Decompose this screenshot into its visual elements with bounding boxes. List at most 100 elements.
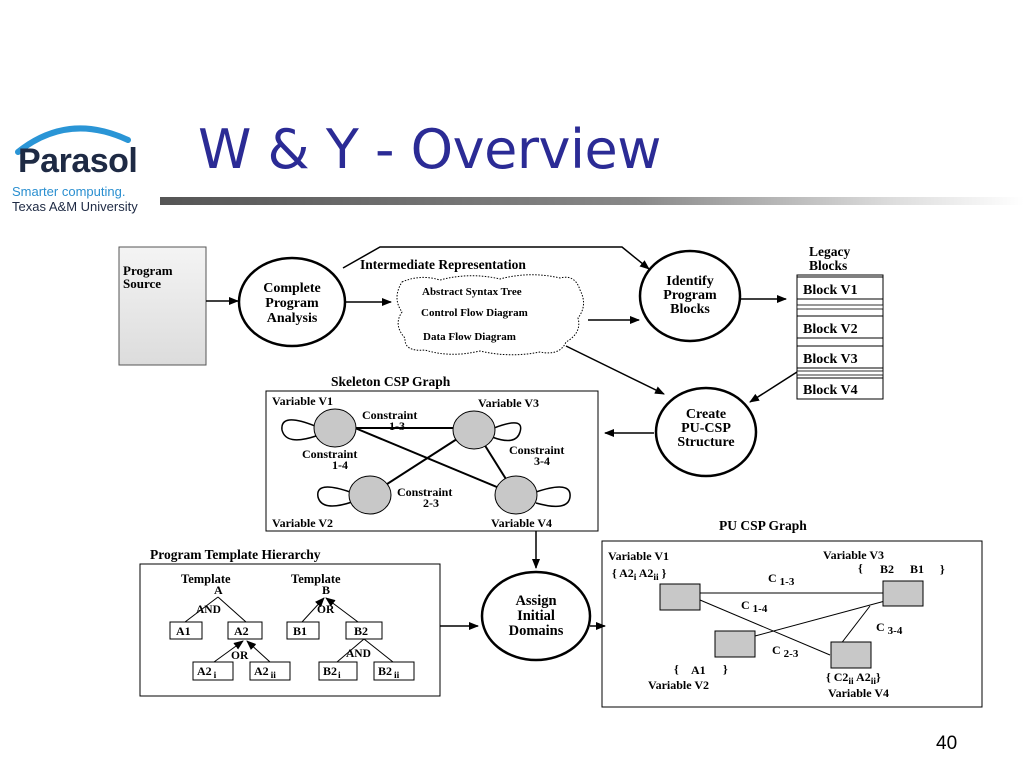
svg-text:A2i: A2i: [197, 664, 217, 681]
skeleton-node-v4: [494, 475, 538, 515]
identify-blocks-node: Identify Program Blocks: [638, 249, 742, 343]
pucsp-v4-label: Variable V4: [828, 686, 889, 700]
pucsp-c14: C: [741, 598, 750, 612]
legacy-blocks-stack: Block V1 Block V2 Block V3 Block V4: [796, 274, 884, 400]
svg-text:A2ii: A2ii: [254, 664, 276, 681]
pucsp-v4-domain: }: [876, 670, 881, 684]
ir-item-dfd: Data Flow Diagram: [423, 331, 516, 343]
complete-analysis-label: Program: [265, 296, 319, 311]
complete-analysis-label: Analysis: [267, 311, 318, 326]
program-source-label: Program: [123, 263, 173, 278]
pucsp-c13-sub: 1-3: [780, 576, 795, 588]
svg-text:{ A2i A2ii }: { A2i A2ii }: [612, 566, 667, 583]
block-v3-label: Block V3: [803, 352, 858, 367]
svg-text:B2i: B2i: [323, 664, 341, 681]
skeleton-v1-label: Variable V1: [272, 394, 333, 408]
parasol-logo: Parasol Smarter computing. Texas A&M Uni…: [8, 118, 158, 218]
skeleton-graph-panel: Variable V1 Variable V3 Variable V2 Vari…: [265, 390, 599, 532]
pucsp-node-v4: [830, 641, 872, 669]
program-source-label: Source: [123, 276, 161, 291]
ir-cloud: [396, 274, 584, 356]
legacy-title: Legacy: [809, 244, 850, 259]
block-v2: [796, 315, 884, 339]
skeleton-c34-label: Constraint: [509, 443, 564, 457]
pucsp-v1-domain: A2: [636, 566, 653, 580]
logo-arc-icon: [15, 125, 131, 155]
template-b2ii-sub: ii: [394, 671, 400, 681]
create-pucsp-label: PU-CSP: [681, 421, 731, 436]
template-b2: B2: [354, 624, 368, 638]
pucsp-v4-domain: { C2: [826, 670, 848, 684]
and-label-b2: AND: [346, 648, 371, 660]
assign-domains-label: Assign: [515, 593, 556, 609]
skeleton-c34-label: 3-4: [534, 454, 550, 468]
template-b-label: Template: [291, 572, 341, 586]
legacy-title: Blocks: [809, 258, 847, 273]
block-v4: [796, 377, 884, 400]
pucsp-v1-label: Variable V1: [608, 549, 669, 563]
pucsp-v2-domain: A1: [691, 663, 706, 677]
page-number: 40: [936, 733, 958, 754]
svg-text:C1-4: C1-4: [741, 598, 768, 615]
pucsp-c23: C: [772, 643, 781, 657]
skeleton-c13-label: 1-3: [389, 419, 405, 433]
template-a2: A2: [234, 624, 249, 638]
pucsp-v3-label: Variable V3: [823, 548, 884, 562]
block-v1: [796, 276, 884, 300]
template-b1: B1: [293, 624, 307, 638]
ir-item-cfd: Control Flow Diagram: [421, 307, 528, 319]
pucsp-title: PU CSP Graph: [719, 518, 807, 533]
pucsp-v4-domain: A2: [854, 670, 871, 684]
skeleton-v3-label: Variable V3: [478, 396, 539, 410]
pucsp-v4-domain-sub: ii: [848, 677, 854, 687]
template-hierarchy-title: Program Template Hierarchy: [150, 547, 321, 562]
block-v1-label: Block V1: [803, 283, 858, 298]
logo-tagline: Smarter computing.: [12, 184, 126, 199]
pucsp-c13: C: [768, 571, 777, 585]
pucsp-node-v3: [882, 580, 924, 607]
complete-analysis-label: Complete: [263, 281, 321, 296]
svg-text:{ C2ii A2ii}: { C2ii A2ii}: [826, 670, 881, 687]
slide-title: W & Y - Overview: [198, 118, 661, 181]
create-pucsp-label: Structure: [677, 435, 734, 450]
pucsp-c34: C: [876, 620, 885, 634]
pucsp-v3-domain: B2: [880, 562, 894, 576]
template-a-label: A: [214, 583, 223, 597]
skeleton-c14-label: 1-4: [332, 458, 348, 472]
complete-analysis-node: Complete Program Analysis: [237, 256, 347, 348]
template-a2i: A2: [197, 664, 212, 678]
identify-blocks-label: Blocks: [670, 302, 710, 317]
pucsp-v1-domain: { A2: [612, 566, 634, 580]
pucsp-v3-domain: }: [940, 562, 945, 576]
pucsp-graph-panel: Variable V1 { A2i A2ii } Variable V3 { B…: [601, 540, 983, 708]
template-b2i-sub: i: [338, 671, 341, 681]
pucsp-v4-domain-sub: ii: [871, 677, 877, 687]
assign-domains-node: Assign Initial Domains: [480, 570, 592, 662]
ir-item-ast: Abstract Syntax Tree: [422, 286, 522, 298]
block-v4-label: Block V4: [803, 383, 858, 398]
create-pucsp-node: Create PU-CSP Structure: [654, 386, 758, 478]
template-b2ii: B2: [378, 664, 392, 678]
template-a-label: Template: [181, 572, 231, 586]
pucsp-v2-domain: }: [723, 662, 728, 676]
create-pucsp-label: Create: [686, 407, 726, 422]
title-rule: [160, 197, 1024, 205]
skeleton-title: Skeleton CSP Graph: [331, 374, 451, 389]
logo-wordmark: Parasol: [18, 142, 138, 180]
pucsp-v1-domain: }: [659, 566, 667, 580]
pucsp-v1-domain-sub: i: [634, 573, 637, 583]
svg-text:C3-4: C3-4: [876, 620, 903, 637]
pucsp-v2-label: Variable V2: [648, 678, 709, 692]
skeleton-node-v2: [348, 475, 392, 515]
ir-title: Intermediate Representation: [360, 257, 526, 272]
template-b2i: B2: [323, 664, 337, 678]
pucsp-c14-sub: 1-4: [753, 603, 768, 615]
block-v3: [796, 345, 884, 369]
pucsp-v3-domain: {: [858, 561, 863, 575]
template-hierarchy-panel: Template A Template B AND OR A1 A2 B1 B2…: [139, 563, 441, 697]
svg-text:C2-3: C2-3: [772, 643, 799, 660]
identify-blocks-label: Identify: [666, 274, 713, 289]
program-source-box: Program Source: [118, 246, 207, 366]
